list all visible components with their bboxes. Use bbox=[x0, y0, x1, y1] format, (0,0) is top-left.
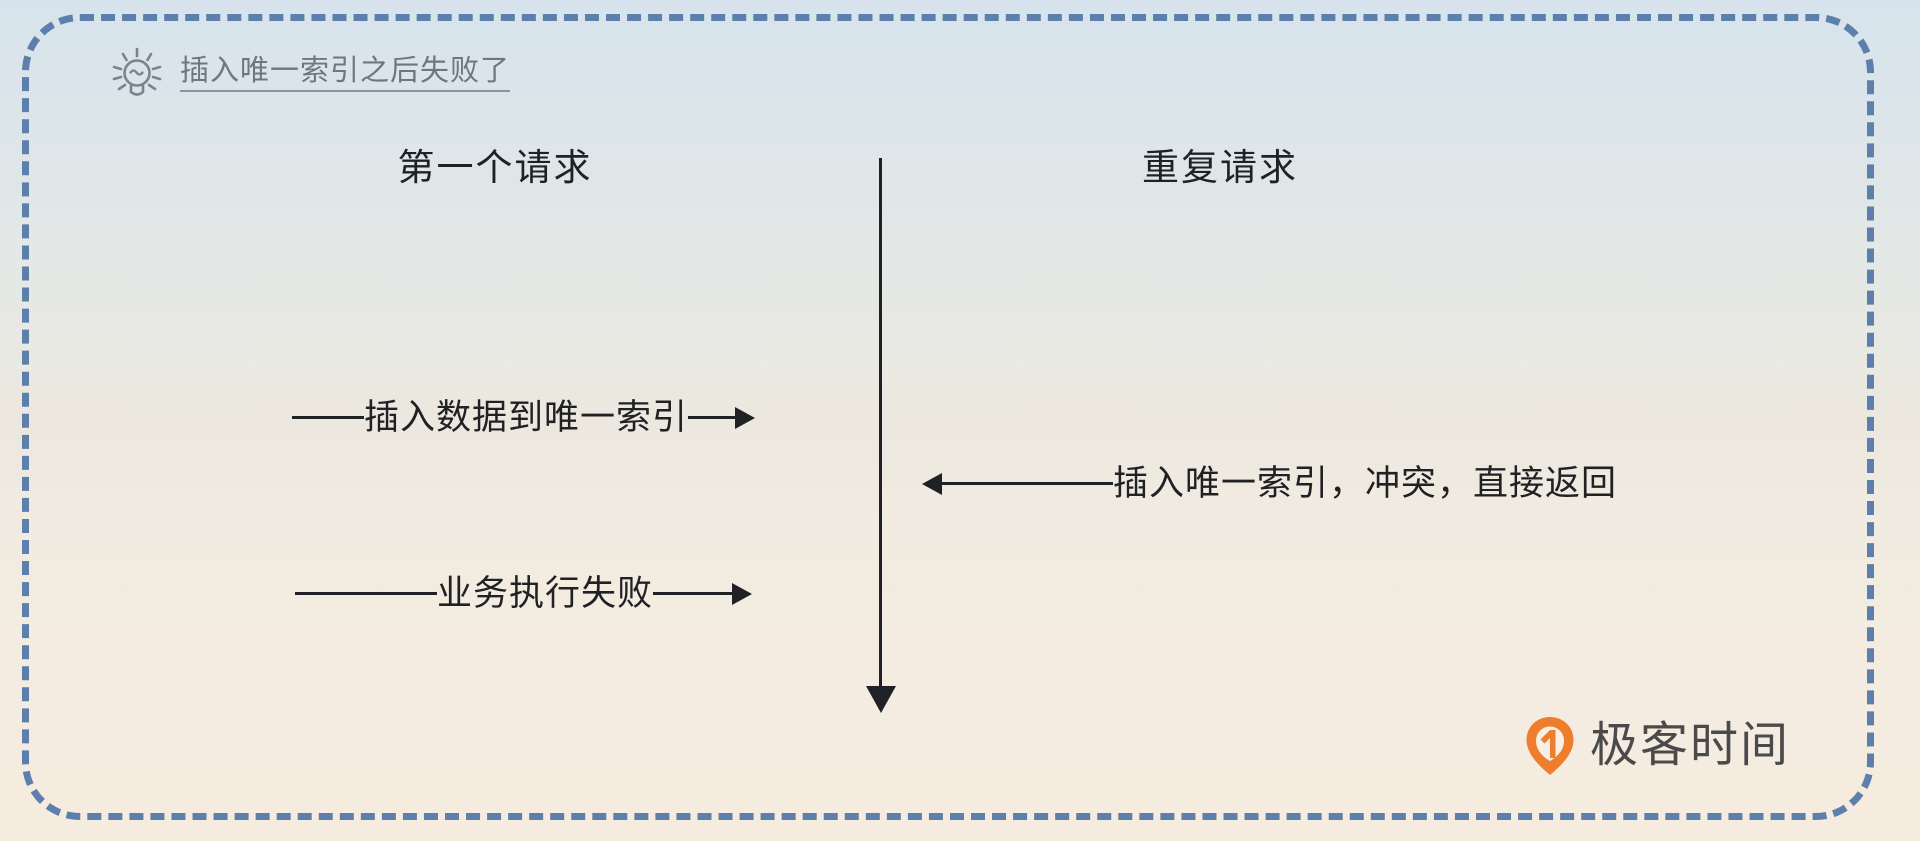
message-unique-index-conflict-return: 插入唯一索引，冲突，直接返回 bbox=[922, 466, 1617, 501]
message-line-left bbox=[295, 592, 437, 595]
arrow-right-icon bbox=[732, 582, 753, 605]
lightbulb-icon bbox=[108, 45, 166, 103]
brand-logo: 极客时间 bbox=[1524, 716, 1790, 776]
message-label: 插入数据到唯一索引 bbox=[364, 398, 689, 437]
geekbang-pin-icon bbox=[1524, 716, 1576, 776]
lane-title-duplicate-request: 重复请求 bbox=[1142, 147, 1298, 188]
message-line-right bbox=[688, 416, 737, 419]
timeline-lifeline bbox=[879, 158, 882, 698]
arrow-right-icon bbox=[735, 406, 756, 429]
timeline-arrow-head-icon bbox=[866, 686, 896, 713]
lane-title-first-request: 第一个请求 bbox=[397, 147, 593, 188]
message-label: 插入唯一索引，冲突，直接返回 bbox=[1113, 464, 1618, 503]
message-line-left bbox=[941, 482, 1113, 485]
brand-logo-text: 极客时间 bbox=[1590, 719, 1791, 772]
header-title: 插入唯一索引之后失败了 bbox=[180, 55, 511, 93]
arrow-left-icon bbox=[922, 472, 942, 495]
header: 插入唯一索引之后失败了 bbox=[108, 45, 511, 103]
message-business-execution-failed: 业务执行失败 bbox=[295, 574, 753, 613]
message-label: 业务执行失败 bbox=[437, 574, 654, 613]
message-line-right bbox=[653, 592, 734, 595]
message-line-left bbox=[292, 416, 364, 419]
message-insert-into-unique-index: 插入数据到唯一索引 bbox=[292, 398, 756, 437]
